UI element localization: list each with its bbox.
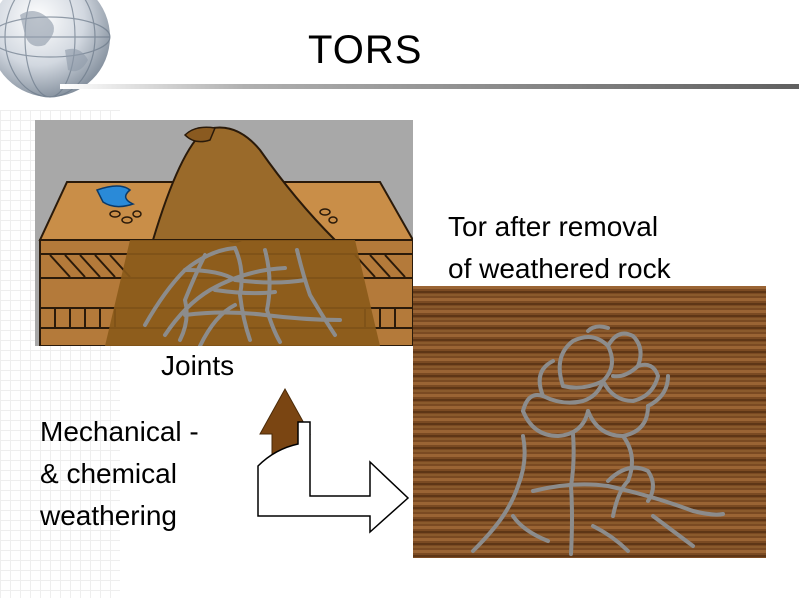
weathering-label-line-1: Mechanical - <box>40 416 199 447</box>
slide-title: TORS <box>308 28 423 72</box>
weathering-label-line-3: weathering <box>40 500 177 531</box>
title-underline <box>60 84 799 89</box>
flow-arrow-icon <box>257 387 410 534</box>
globe-icon <box>0 0 111 98</box>
landscape-block-diagram <box>35 120 413 346</box>
exposed-tor-diagram <box>413 286 766 558</box>
tor-after-removal-label: Tor after removal of weathered rock <box>448 206 671 290</box>
joints-label: Joints <box>161 350 235 381</box>
tor-label-line-1: Tor after removal <box>448 211 659 242</box>
tor-label-line-2: of weathered rock <box>448 253 671 284</box>
weathering-label: Mechanical - & chemical weathering <box>40 411 199 537</box>
weathering-label-line-2: & chemical <box>40 458 177 489</box>
